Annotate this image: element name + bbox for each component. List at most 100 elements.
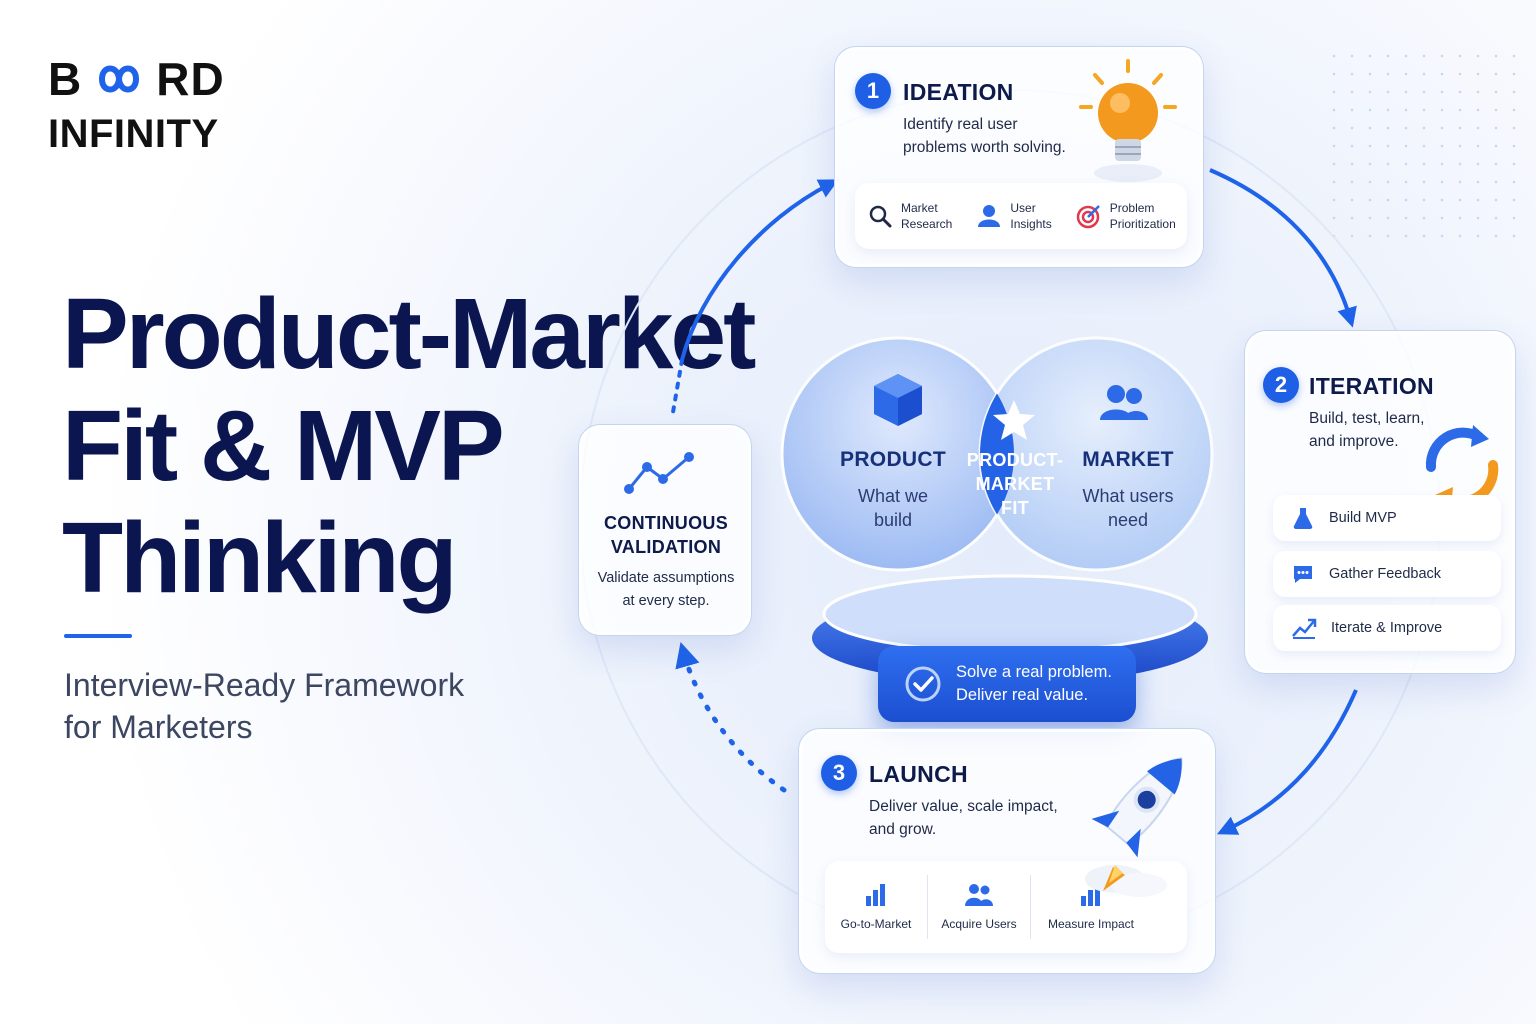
market-label: MARKET What users need: [1068, 448, 1188, 532]
infinity-logo-icon: [99, 65, 140, 93]
iteration-item-label: Iterate & Improve: [1331, 620, 1443, 636]
brand-name-infinity: INFINITY: [48, 112, 219, 156]
validation-desc-2: at every step.: [622, 593, 710, 609]
lightbulb-icon: [1079, 59, 1177, 182]
product-sub-2: build: [873, 510, 913, 530]
brand-letter-b: B: [48, 53, 83, 105]
product-sub: What we build: [832, 484, 954, 532]
step-number-1: 1: [855, 73, 891, 109]
magnifier-icon: [869, 205, 892, 228]
launch-desc-2: and grow.: [869, 821, 937, 838]
chip-market-research: Market Research: [855, 183, 964, 249]
market-sub: What users need: [1068, 484, 1188, 532]
subtitle-line-2: for Marketers: [64, 709, 253, 745]
target-icon: [1076, 205, 1100, 229]
validation-title-1: CONTINUOUS: [604, 513, 728, 533]
accent-divider: [64, 634, 132, 638]
cube-icon: [874, 374, 922, 426]
chip-label: Prioritization: [1109, 217, 1176, 231]
value-banner: Solve a real problem. Deliver real value…: [878, 646, 1136, 722]
banner-line-1: Solve a real problem.: [956, 663, 1112, 681]
ideation-desc: Identify real user problems worth solvin…: [903, 113, 1103, 159]
chip-label: User: [1010, 201, 1036, 215]
users-icon: [965, 884, 993, 906]
trend-up-icon: [1292, 618, 1317, 639]
iteration-item-iterate-improve: Iterate & Improve: [1273, 605, 1501, 651]
validation-desc-1: Validate assumptions: [597, 570, 735, 586]
launch-desc: Deliver value, scale impact, and grow.: [869, 795, 1089, 841]
bar-chart-icon: [866, 884, 885, 906]
chip-label: Research: [901, 217, 953, 231]
chat-icon: [1294, 566, 1312, 583]
iteration-desc-2: and improve.: [1309, 433, 1399, 450]
arrow-dotted-up: [670, 358, 684, 420]
subtitle-line-1: Interview-Ready Framework: [64, 667, 465, 703]
title-line-2: Fit & MVP: [62, 390, 505, 502]
ideation-card: 1 IDEATION Identify real user problems w…: [834, 46, 1204, 268]
validation-card: CONTINUOUS VALIDATION Validate assumptio…: [578, 424, 752, 636]
chip-label: Problem: [1109, 201, 1155, 215]
brand-logo: B RD: [48, 56, 225, 102]
chip-user-insights: User Insights: [964, 183, 1063, 249]
arrow-ideation-to-iteration: [1209, 168, 1357, 328]
ideation-desc-2: problems worth solving.: [903, 139, 1066, 156]
iteration-item-gather-feedback: Gather Feedback: [1273, 551, 1501, 597]
rocket-icon: [1085, 757, 1183, 897]
validation-title: CONTINUOUS VALIDATION: [579, 511, 753, 559]
fit-line-2: MARKET: [975, 474, 1055, 494]
validation-desc: Validate assumptions at every step.: [579, 567, 753, 613]
arrow-validation-to-ideation: [680, 179, 839, 361]
check-circle-icon: [905, 666, 941, 702]
bar-chart-icon: [1081, 884, 1100, 906]
arrow-iteration-to-launch: [1216, 689, 1358, 835]
chip-go-to-market: Go-to-Market: [825, 861, 927, 953]
title-line-1: Product-Market: [62, 278, 756, 390]
market-sub-1: What users: [1082, 486, 1174, 506]
subtitle: Interview-Ready Framework for Marketers: [64, 664, 504, 748]
chip-label: Measure Impact: [1047, 917, 1135, 931]
line-chart-icon: [624, 452, 694, 494]
market-sub-2: need: [1107, 510, 1149, 530]
chip-label: Go-to-Market: [840, 917, 912, 931]
step-number-3: 3: [821, 755, 857, 791]
launch-card: 3 LAUNCH Deliver value, scale impact, an…: [798, 728, 1216, 974]
title-line-3: Thinking: [62, 502, 458, 614]
fit-line-1: PRODUCT-: [966, 450, 1064, 470]
step-number-2: 2: [1263, 367, 1299, 403]
pedestal-top: [822, 574, 1198, 654]
product-title: PRODUCT: [840, 448, 946, 471]
iteration-item-build-mvp: Build MVP: [1273, 495, 1501, 541]
chip-label: Acquire Users: [941, 917, 1017, 931]
users-icon: [1100, 385, 1148, 420]
iteration-item-label: Build MVP: [1329, 510, 1397, 526]
dot-grid-decor: [1330, 50, 1520, 250]
iteration-desc: Build, test, learn, and improve.: [1309, 407, 1459, 453]
iteration-item-label: Gather Feedback: [1329, 566, 1442, 582]
product-sub-1: What we: [857, 486, 929, 506]
validation-title-2: VALIDATION: [610, 537, 722, 557]
page-title: Product-Market Fit & MVP Thinking: [62, 278, 756, 614]
banner-line-2: Deliver real value.: [956, 686, 1089, 704]
arrow-launch-to-validation: [675, 641, 787, 793]
ideation-desc-1: Identify real user: [903, 116, 1018, 133]
chip-label: Insights: [1010, 217, 1052, 231]
iteration-card: 2 ITERATION Build, test, learn, and impr…: [1244, 330, 1516, 674]
user-icon: [978, 205, 1001, 227]
chip-acquire-users: Acquire Users: [928, 861, 1030, 953]
brand-letters-rd: RD: [156, 53, 225, 105]
iteration-title: ITERATION: [1309, 373, 1434, 399]
iteration-desc-1: Build, test, learn,: [1309, 410, 1425, 427]
launch-desc-1: Deliver value, scale impact,: [869, 798, 1058, 815]
star-icon: [993, 400, 1035, 440]
fit-label: PRODUCT- MARKET FIT: [962, 448, 1068, 520]
fit-line-3: FIT: [1001, 498, 1029, 518]
flask-icon: [1293, 508, 1313, 529]
chip-problem-prioritization: Problem Prioritization: [1064, 183, 1188, 249]
ideation-title: IDEATION: [903, 79, 1014, 105]
launch-title: LAUNCH: [869, 761, 968, 787]
market-title: MARKET: [1082, 448, 1174, 471]
product-label: PRODUCT What we build: [832, 448, 954, 532]
chip-label: Market: [901, 201, 938, 215]
ideation-chip-row: Market Research User Insights Problem: [855, 183, 1187, 249]
chip-divider: [1030, 875, 1031, 939]
